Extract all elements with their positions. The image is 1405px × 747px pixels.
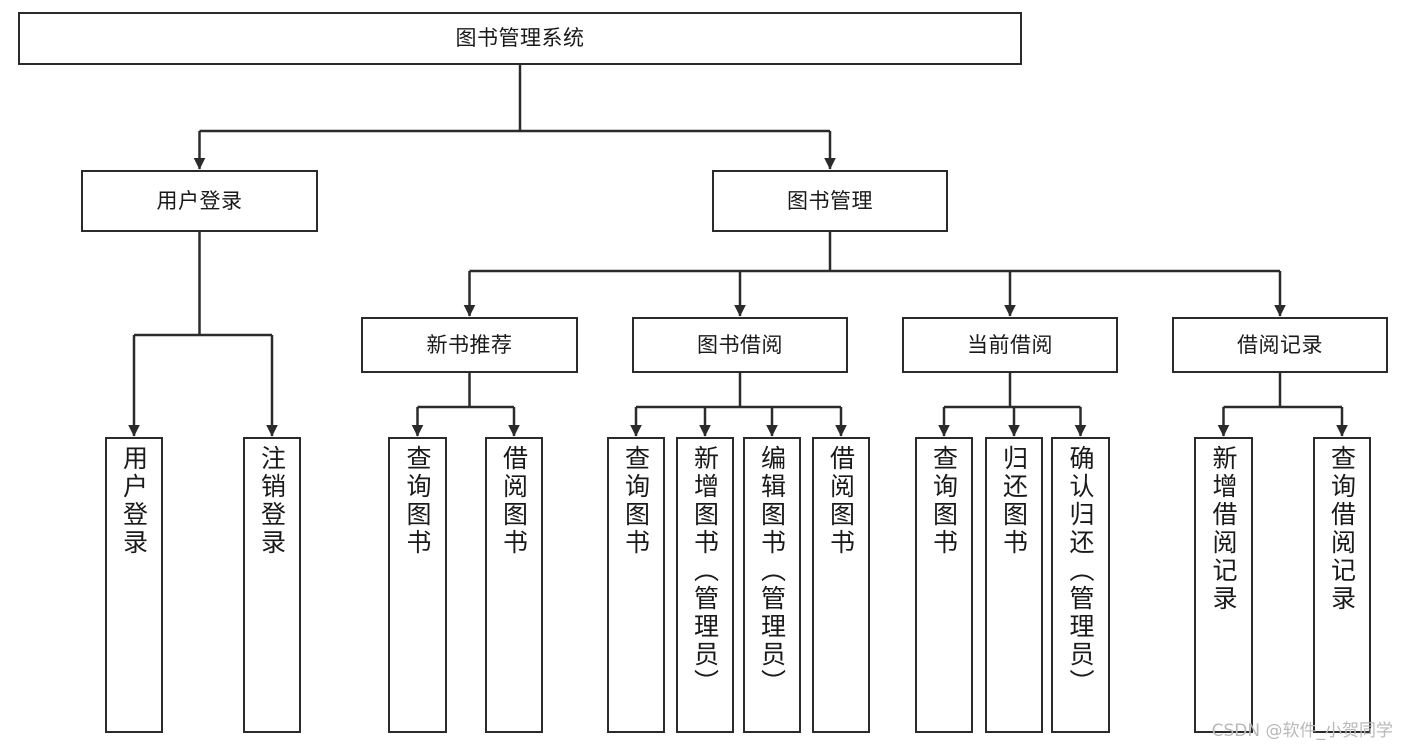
node-book-borrow[interactable]: 图书借阅: [632, 317, 848, 373]
node-label: 用户登录: [119, 445, 149, 557]
node-label: 当前借阅: [967, 332, 1053, 357]
node-leaf-query-book-2[interactable]: 查询图书: [607, 437, 665, 733]
node-label: 借阅记录: [1237, 332, 1323, 357]
node-label: 查询图书: [403, 445, 432, 557]
node-label: 图书借阅: [697, 332, 783, 357]
node-label: 归还图书: [999, 445, 1029, 557]
node-leaf-add-record[interactable]: 新增借阅记录: [1194, 437, 1253, 733]
node-root[interactable]: 图书管理系统: [18, 12, 1022, 65]
node-leaf-logout[interactable]: 注销登录: [243, 437, 301, 733]
node-leaf-query-book-1[interactable]: 查询图书: [388, 437, 447, 733]
node-label: 新增借阅记录: [1209, 445, 1238, 613]
node-label: 查询图书: [929, 445, 959, 557]
node-label: 编辑图书（管理员）: [757, 445, 787, 697]
node-leaf-confirm-return[interactable]: 确认归还（管理员）: [1051, 437, 1110, 733]
node-leaf-borrow-book-1[interactable]: 借阅图书: [485, 437, 543, 733]
node-label: 图书管理: [787, 188, 873, 213]
node-label: 新书推荐: [426, 332, 513, 357]
node-label: 查询图书: [621, 445, 651, 557]
node-leaf-add-book[interactable]: 新增图书（管理员）: [676, 437, 734, 733]
node-leaf-edit-book[interactable]: 编辑图书（管理员）: [743, 437, 801, 733]
node-leaf-query-record[interactable]: 查询借阅记录: [1313, 437, 1371, 733]
node-borrow-record[interactable]: 借阅记录: [1172, 317, 1388, 373]
node-label: 确认归还（管理员）: [1066, 445, 1095, 697]
node-leaf-user-login[interactable]: 用户登录: [105, 437, 163, 733]
node-new-book-rec[interactable]: 新书推荐: [361, 317, 578, 373]
node-label: 查询借阅记录: [1327, 445, 1357, 613]
node-user-login[interactable]: 用户登录: [81, 170, 318, 232]
node-label: 注销登录: [257, 445, 287, 557]
node-current-borrow[interactable]: 当前借阅: [902, 317, 1118, 373]
node-leaf-query-book-3[interactable]: 查询图书: [915, 437, 973, 733]
node-leaf-return-book[interactable]: 归还图书: [985, 437, 1043, 733]
node-label: 借阅图书: [499, 445, 529, 557]
node-label: 借阅图书: [826, 445, 856, 557]
node-label: 新增图书（管理员）: [690, 445, 720, 697]
node-label: 用户登录: [156, 188, 243, 213]
node-book-manage[interactable]: 图书管理: [712, 170, 948, 232]
watermark-text: CSDN @软件_小贺同学: [1211, 721, 1393, 741]
node-leaf-borrow-book-2[interactable]: 借阅图书: [812, 437, 870, 733]
node-label: 图书管理系统: [455, 26, 585, 51]
